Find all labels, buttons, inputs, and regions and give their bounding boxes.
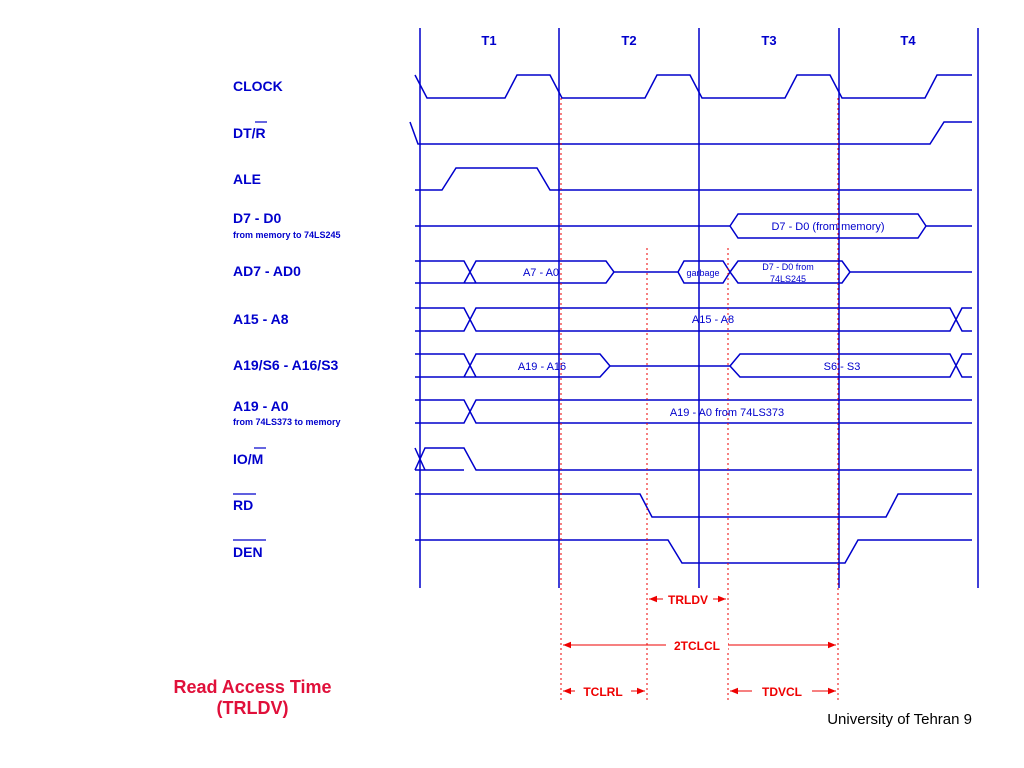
label-ale: ALE xyxy=(233,171,261,187)
label-a19a0: A19 - A0 xyxy=(233,398,289,414)
footer: University of Tehran 9 xyxy=(827,711,972,728)
caption-line-1: Read Access Time xyxy=(173,677,332,697)
bus-d7d0-from-245-1: D7 - D0 from xyxy=(762,262,814,272)
wave-a15a8 xyxy=(415,307,972,332)
timing-tdvcl: TDVCL xyxy=(762,685,802,699)
bus-garbage: garbage xyxy=(686,268,719,278)
period-t2: T2 xyxy=(621,33,636,48)
wave-d7d0-valid xyxy=(729,213,972,239)
bus-a15a8: A15 - A8 xyxy=(692,314,734,326)
bus-a19a16: A19 - A16 xyxy=(518,361,566,373)
wave-ad7ad0 xyxy=(415,260,972,284)
wave-clock xyxy=(414,74,972,99)
timing-trldv: TRLDV xyxy=(668,593,708,607)
label-iom: IO/M xyxy=(233,451,263,467)
wave-iom xyxy=(414,447,972,471)
label-rd: RD xyxy=(233,497,253,513)
bus-d7d0-from-245-2: 74LS245 xyxy=(770,274,806,284)
bus-a7a0: A7 - A0 xyxy=(523,267,559,279)
caption-line-2: (TRLDV) xyxy=(216,698,289,718)
wave-ale xyxy=(415,167,972,191)
label-ad7ad0: AD7 - AD0 xyxy=(233,263,301,279)
caption: Read Access Time (TRLDV) xyxy=(140,677,365,719)
period-t1: T1 xyxy=(481,33,496,48)
wave-a19a0 xyxy=(415,399,972,424)
timing-tclrl: TCLRL xyxy=(583,685,622,699)
label-a19a0-sub: from 74LS373 to memory xyxy=(233,417,341,427)
bus-a19a0-from-373: A19 - A0 from 74LS373 xyxy=(670,407,784,419)
label-dtr: DT/R xyxy=(233,125,266,141)
bus-s6s3: S6 - S3 xyxy=(824,361,861,373)
label-d7d0: D7 - D0 xyxy=(233,210,281,226)
period-t3: T3 xyxy=(761,33,776,48)
timing-2tclcl: 2TCLCL xyxy=(674,639,720,653)
label-a15a8: A15 - A8 xyxy=(233,311,289,327)
label-clock: CLOCK xyxy=(233,78,283,94)
bus-d7d0-from-memory: D7 - D0 (from memory) xyxy=(771,221,884,233)
label-den: DEN xyxy=(233,544,263,560)
wave-a19s6 xyxy=(415,353,972,378)
label-d7d0-sub: from memory to 74LS245 xyxy=(233,230,341,240)
wave-den xyxy=(415,539,972,564)
period-t4: T4 xyxy=(900,33,916,48)
wave-rd xyxy=(415,493,972,518)
wave-dtr xyxy=(409,121,972,145)
label-a19s6: A19/S6 - A16/S3 xyxy=(233,357,339,373)
